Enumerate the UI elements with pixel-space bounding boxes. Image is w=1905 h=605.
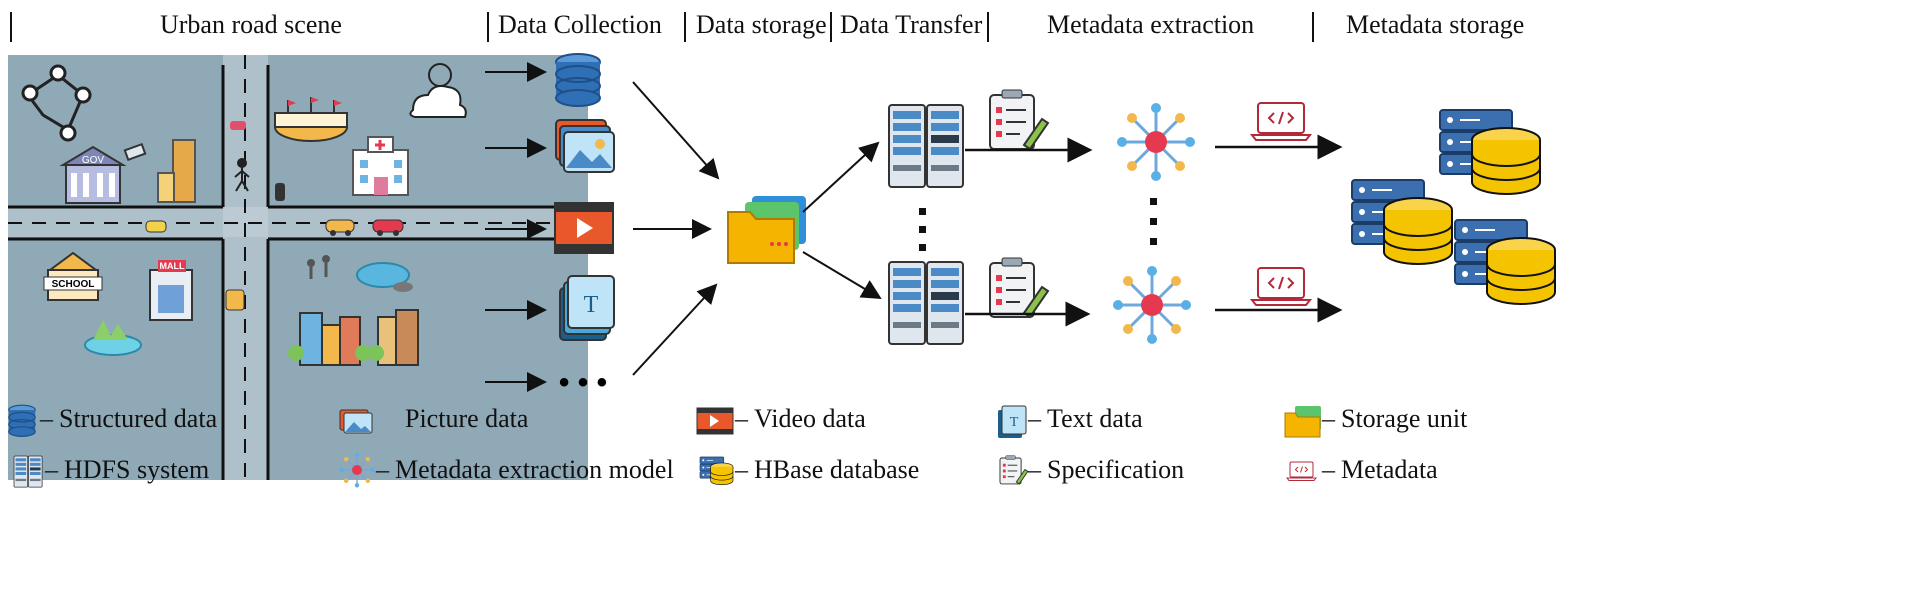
hdfs-server-icon	[888, 261, 964, 345]
apartment-buildings-icon	[288, 312, 371, 366]
legend-text-data-icon: T	[998, 405, 1027, 438]
header-divider	[684, 12, 686, 42]
header-metadata-storage: Metadata storage	[1346, 10, 1525, 39]
header-data-collection: Data Collection	[498, 10, 662, 39]
arrow	[632, 81, 720, 180]
bus-icon	[225, 289, 245, 311]
metadata-icon	[1251, 267, 1311, 306]
legend-specification: – Specification	[1028, 455, 1185, 484]
stadium-icon	[274, 97, 348, 142]
legend-metadata-icon	[1286, 461, 1317, 481]
hospital-icon	[352, 136, 409, 196]
gov-label: GOV	[82, 155, 105, 166]
legend-specification-label: Specification	[1047, 455, 1185, 484]
vertical-ellipsis	[1150, 198, 1157, 245]
traffic-light-icon	[275, 183, 285, 201]
metadata-extraction-model-icon	[1111, 264, 1193, 346]
more-sources-ellipsis: • • •	[559, 366, 607, 399]
header-metadata-extraction: Metadata extraction	[1047, 10, 1255, 39]
hbase-database-icon	[1454, 219, 1556, 305]
gov-building-icon: GOV	[59, 145, 127, 204]
legend-hdfs-system: – HDFS system	[45, 455, 210, 484]
legend-picture-data: Picture data	[405, 404, 528, 434]
vertical-ellipsis	[919, 208, 926, 251]
metadata-icon	[1251, 102, 1311, 141]
hbase-database-icon	[1439, 109, 1541, 195]
car-icon	[145, 220, 167, 233]
urban-road-scene: GOV SCHOOL	[8, 55, 588, 480]
legend-hdfs-system-label: HDFS system	[64, 455, 210, 484]
header-divider	[487, 12, 489, 42]
svg-text:T: T	[584, 292, 599, 318]
pond-icon	[356, 262, 413, 292]
arrow	[632, 283, 718, 376]
legend-storage-unit-icon	[1284, 406, 1321, 438]
header-divider	[1312, 12, 1314, 42]
legend-text-data-label: Text data	[1047, 404, 1143, 433]
header-divider	[987, 12, 989, 42]
metadata-extraction-model-icon	[1115, 101, 1197, 183]
mall-icon: MALL	[149, 260, 193, 321]
school-label: SCHOOL	[52, 279, 95, 290]
legend-storage-unit: – Storage unit	[1322, 404, 1468, 433]
header-urban-road-scene: Urban road scene	[160, 10, 342, 39]
car-icon	[325, 219, 355, 236]
car-icon	[230, 121, 246, 130]
school-icon: SCHOOL	[43, 251, 103, 301]
specification-icon	[989, 257, 1049, 318]
legend-video-data-label: Video data	[754, 404, 866, 433]
legend-text-data: – Text data	[1028, 404, 1143, 433]
picture-data-icon	[555, 119, 615, 173]
header-divider	[830, 12, 832, 42]
hbase-database-icon	[1351, 179, 1453, 265]
svg-text:T: T	[1010, 415, 1019, 430]
camera-icon	[123, 142, 147, 162]
legend-hbase-database-label: HBase database	[754, 455, 920, 484]
legend-model-icon	[338, 451, 376, 489]
legend-structured-data-icon	[8, 404, 36, 437]
car-icon	[372, 219, 404, 236]
hdfs-server-icon	[888, 104, 964, 188]
legend-metadata-extraction-model: – Metadata extraction model	[376, 455, 674, 484]
sun-cloud-icon	[409, 63, 467, 118]
header-divider	[10, 12, 12, 42]
storage-unit-icon	[727, 196, 806, 264]
structured-data-icon	[555, 53, 601, 107]
legend-picture-data-icon	[339, 409, 373, 434]
legend-video-data: – Video data	[735, 404, 866, 433]
legend-metadata: – Metadata	[1322, 455, 1438, 484]
map-route-icon	[21, 64, 92, 142]
arrow	[802, 251, 882, 300]
video-data-icon	[554, 202, 614, 254]
header-data-storage: Data storage	[696, 10, 827, 39]
office-tower-icon	[157, 139, 196, 203]
people-walking-icon	[307, 255, 330, 279]
legend-video-data-icon	[696, 407, 734, 435]
legend-metadata-extraction-model-label: Metadata extraction model	[395, 455, 674, 484]
legend-hbase-icon	[699, 456, 734, 486]
legend-structured-data: – Structured data	[40, 404, 218, 433]
legend-picture-data-label: Picture data	[405, 404, 529, 433]
legend-hbase-database: – HBase database	[735, 455, 920, 484]
legend-metadata-label: Metadata	[1341, 455, 1438, 484]
specification-icon	[989, 89, 1049, 150]
legend-hdfs-icon	[13, 455, 43, 488]
urban-map-svg: GOV SCHOOL	[8, 55, 588, 480]
header-data-transfer: Data Transfer	[840, 10, 983, 39]
legend-structured-data-label: Structured data	[59, 404, 218, 433]
lake-icon	[84, 320, 142, 356]
mall-label: MALL	[160, 261, 185, 271]
pedestrian-crossing-icon	[234, 158, 250, 192]
legend-spec-icon	[999, 455, 1029, 485]
city-buildings-icon	[368, 309, 419, 366]
arrow	[802, 141, 880, 213]
text-data-icon: T	[559, 275, 615, 341]
legend-storage-unit-label: Storage unit	[1341, 404, 1468, 433]
